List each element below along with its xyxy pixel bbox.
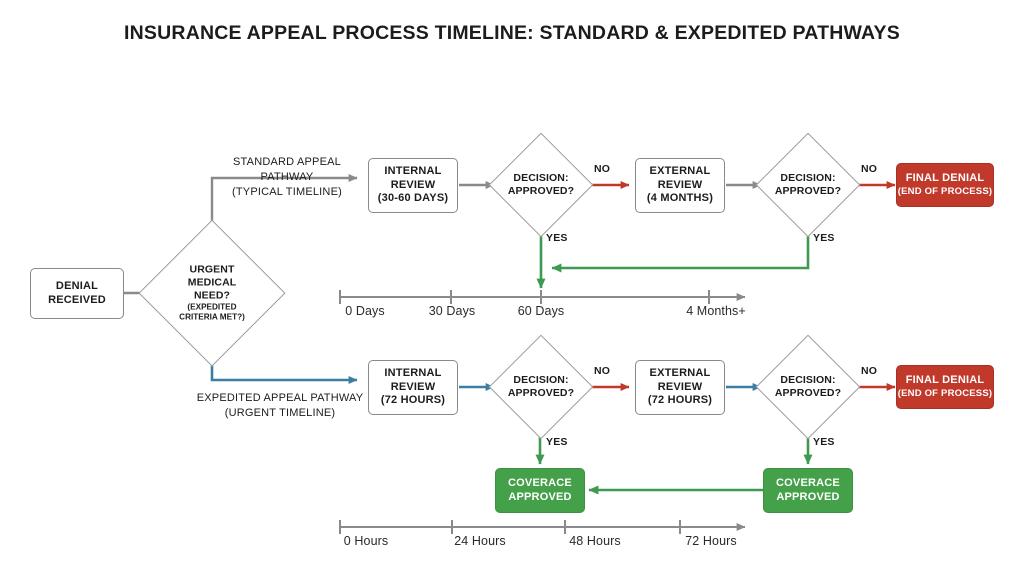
standard-pathway-label: STANDARD APPEAL PATHWAY (TYPICAL TIMELIN…	[222, 155, 352, 200]
page-title: INSURANCE APPEAL PROCESS TIMELINE: STAND…	[124, 22, 900, 44]
node-standard-internal-review[interactable]: INTERNAL REVIEW (30-60 DAYS)	[368, 158, 458, 213]
coverage-left-line1: COVERACE	[508, 477, 572, 489]
node-standard-decision-1[interactable]: DECISION: APPROVED?	[488, 132, 594, 238]
expedited-pathway-line1: EXPEDITED APPEAL PATHWAY	[196, 392, 364, 404]
std-external-line2: REVIEW	[657, 178, 703, 191]
denial-received-line2: RECEIVED	[48, 293, 106, 306]
std-external-line3: (4 MONTHS)	[646, 192, 714, 205]
expedited-no-label-1: NO	[594, 365, 611, 377]
standard-tick-label-2: 60 Days	[517, 304, 565, 318]
expedited-yes-label-2: YES	[813, 436, 835, 448]
coverage-right-line2: APPROVED	[776, 490, 840, 503]
node-expedited-internal-review[interactable]: INTERNAL REVIEW (72 HOURS)	[368, 360, 458, 415]
exp-external-line3: (72 HOURS)	[647, 394, 713, 407]
node-expedited-external-review[interactable]: EXTERNAL REVIEW (72 HOURS)	[635, 360, 725, 415]
expedited-pathway-label: EXPEDITED APPEAL PATHWAY (URGENT TIMELIN…	[190, 391, 370, 421]
expedited-tick-label-1: 24 Hours	[454, 534, 506, 548]
standard-tick-label-1: 30 Days	[428, 304, 476, 318]
standard-pathway-sub: (TYPICAL TIMELINE)	[232, 186, 342, 198]
node-coverage-approved-left[interactable]: COVERACE APPROVED	[495, 468, 585, 513]
node-expedited-final-denial[interactable]: FINAL DENIAL (END OF PROCESS)	[896, 365, 994, 409]
diamond-shape	[138, 219, 286, 367]
standard-tick-label-0: 0 Days	[345, 304, 385, 318]
exp-external-line1: EXTERNAL	[649, 367, 711, 380]
exp-external-line2: REVIEW	[657, 380, 703, 393]
exp-internal-line2: REVIEW	[390, 380, 436, 393]
exp-final-denial-line1: FINAL DENIAL	[905, 373, 985, 386]
node-standard-external-review[interactable]: EXTERNAL REVIEW (4 MONTHS)	[635, 158, 725, 213]
standard-pathway-line1: STANDARD APPEAL	[233, 156, 341, 168]
denial-received-line1: DENIAL	[55, 280, 99, 292]
standard-tick-label-3: 4 Months+	[686, 304, 746, 318]
diamond-shape	[488, 132, 594, 238]
node-coverage-approved-right[interactable]: COVERACE APPROVED	[763, 468, 853, 513]
node-expedited-decision-2[interactable]: DECISION: APPROVED?	[755, 334, 861, 440]
std-final-denial-line1: FINAL DENIAL	[905, 171, 985, 184]
expedited-tick-label-2: 48 Hours	[569, 534, 621, 548]
std-final-denial-line2: (END OF PROCESS)	[897, 186, 993, 197]
standard-pathway-line2: PATHWAY	[260, 171, 314, 183]
standard-no-label-1: NO	[594, 163, 611, 175]
expedited-no-label-2: NO	[861, 365, 878, 377]
exp-internal-line1: INTERNAL	[384, 367, 442, 380]
node-standard-final-denial[interactable]: FINAL DENIAL (END OF PROCESS)	[896, 163, 994, 207]
exp-internal-line3: (72 HOURS)	[380, 394, 446, 407]
expedited-tick-label-0: 0 Hours	[343, 534, 389, 548]
node-expedited-decision-1[interactable]: DECISION: APPROVED?	[488, 334, 594, 440]
coverage-right-line1: COVERACE	[776, 477, 840, 489]
standard-no-label-2: NO	[861, 163, 878, 175]
node-denial-received[interactable]: DENIAL RECEIVED	[30, 268, 124, 319]
std-internal-line2: REVIEW	[390, 178, 436, 191]
standard-yes-label-1: YES	[546, 232, 568, 244]
coverage-left-line2: APPROVED	[508, 490, 572, 503]
expedited-yes-label-1: YES	[546, 436, 568, 448]
expedited-tick-label-3: 72 Hours	[685, 534, 737, 548]
std-internal-line3: (30-60 DAYS)	[377, 192, 449, 205]
expedited-pathway-sub: (URGENT TIMELINE)	[224, 407, 336, 419]
node-standard-decision-2[interactable]: DECISION: APPROVED?	[755, 132, 861, 238]
std-external-line1: EXTERNAL	[649, 165, 711, 178]
diamond-shape	[755, 334, 861, 440]
exp-final-denial-line2: (END OF PROCESS)	[897, 388, 993, 399]
standard-yes-label-2: YES	[813, 232, 835, 244]
node-urgent-medical-need[interactable]: URGENT MEDICAL NEED? (EXPEDITED CRITERIA…	[138, 219, 286, 367]
diamond-shape	[755, 132, 861, 238]
std-internal-line1: INTERNAL	[384, 165, 442, 178]
diamond-shape	[488, 334, 594, 440]
